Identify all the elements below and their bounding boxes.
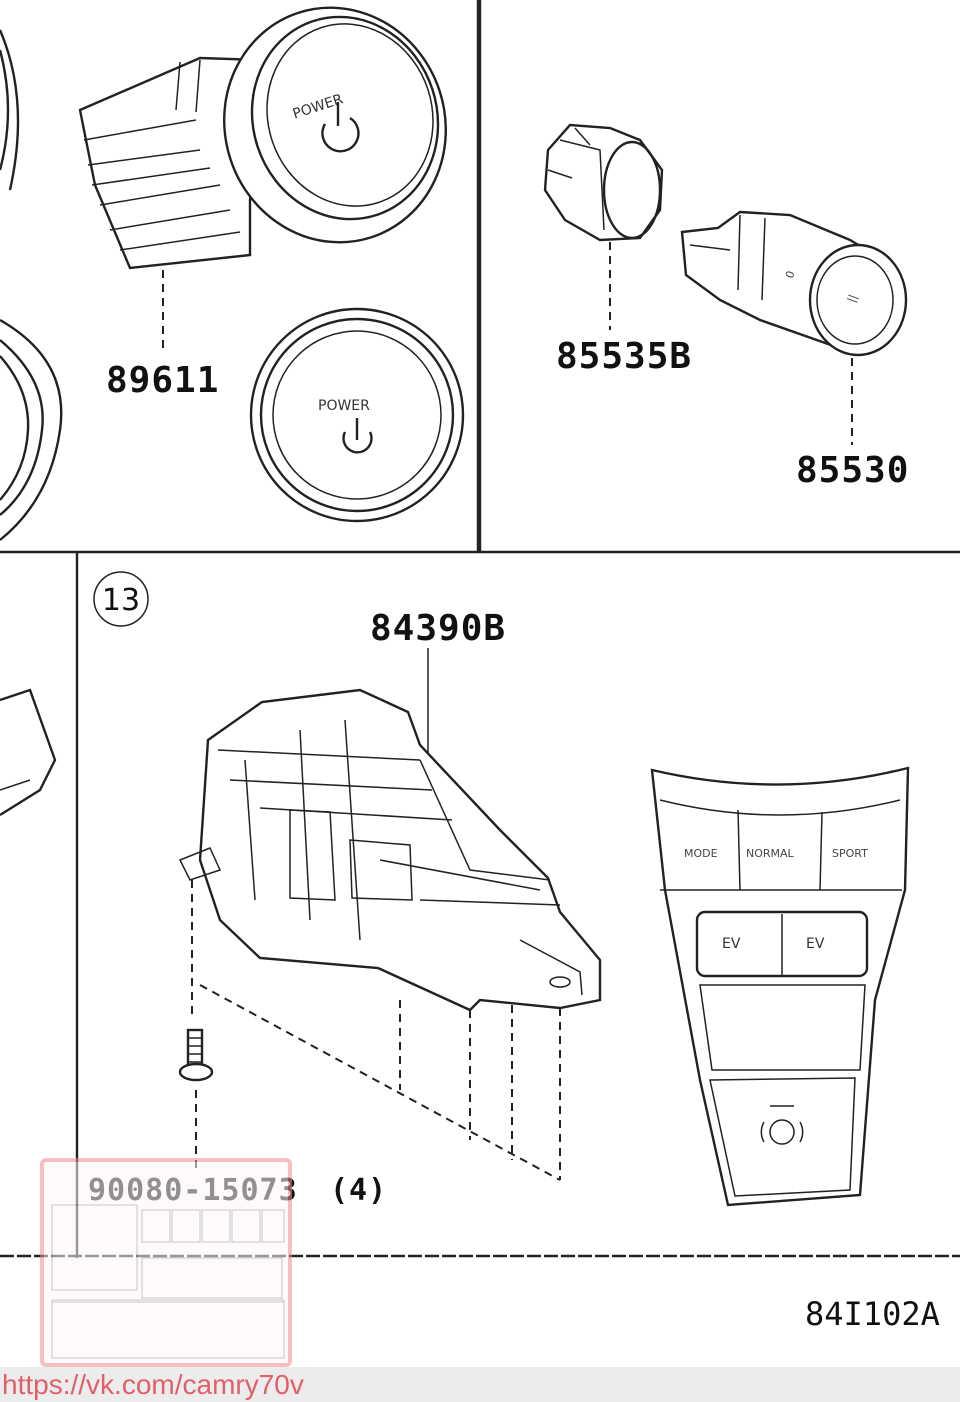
outlet-icon-2: || xyxy=(845,293,860,304)
watermark-url[interactable]: https://vk.com/camry70v xyxy=(0,1367,960,1402)
part-85530: 85530 xyxy=(796,450,909,491)
part-84390b: 84390B xyxy=(370,608,506,649)
partial-ring-bottom xyxy=(0,318,63,541)
section-number-circle xyxy=(93,571,149,627)
console-switch-assembly xyxy=(178,688,602,1012)
parking-brake-icon xyxy=(760,1105,804,1145)
section-number: 13 xyxy=(102,583,140,618)
partial-switch-left xyxy=(0,688,57,817)
console-switch-panel xyxy=(650,766,910,1207)
console-btn-left: MODE xyxy=(684,847,718,860)
part-89611: 89611 xyxy=(106,360,219,401)
power-button-small xyxy=(249,307,465,523)
partial-ring-top xyxy=(0,29,20,191)
watermark-thumbnail xyxy=(40,1158,292,1367)
socket-cover xyxy=(543,123,664,242)
part-90080-qty: (4) xyxy=(330,1173,387,1208)
screw-icon xyxy=(178,1028,214,1082)
power-symbol-icon xyxy=(321,102,360,153)
console-btn-mid: NORMAL xyxy=(746,847,795,860)
dashed-projection-lines xyxy=(191,880,561,1181)
console-btn-right: SPORT xyxy=(832,847,868,860)
diagram-code: 84I102A xyxy=(805,1295,940,1333)
part-85535b: 85535B xyxy=(556,336,692,377)
console-btn-b: EV xyxy=(806,936,825,952)
outlet-icon-1: 0 xyxy=(783,269,798,280)
power-small-label: POWER xyxy=(318,398,370,414)
power-outlet: 0 || xyxy=(680,210,908,357)
console-btn-a: EV xyxy=(722,936,741,952)
power-switch-body xyxy=(78,6,447,270)
power-symbol-small-icon xyxy=(342,418,373,454)
